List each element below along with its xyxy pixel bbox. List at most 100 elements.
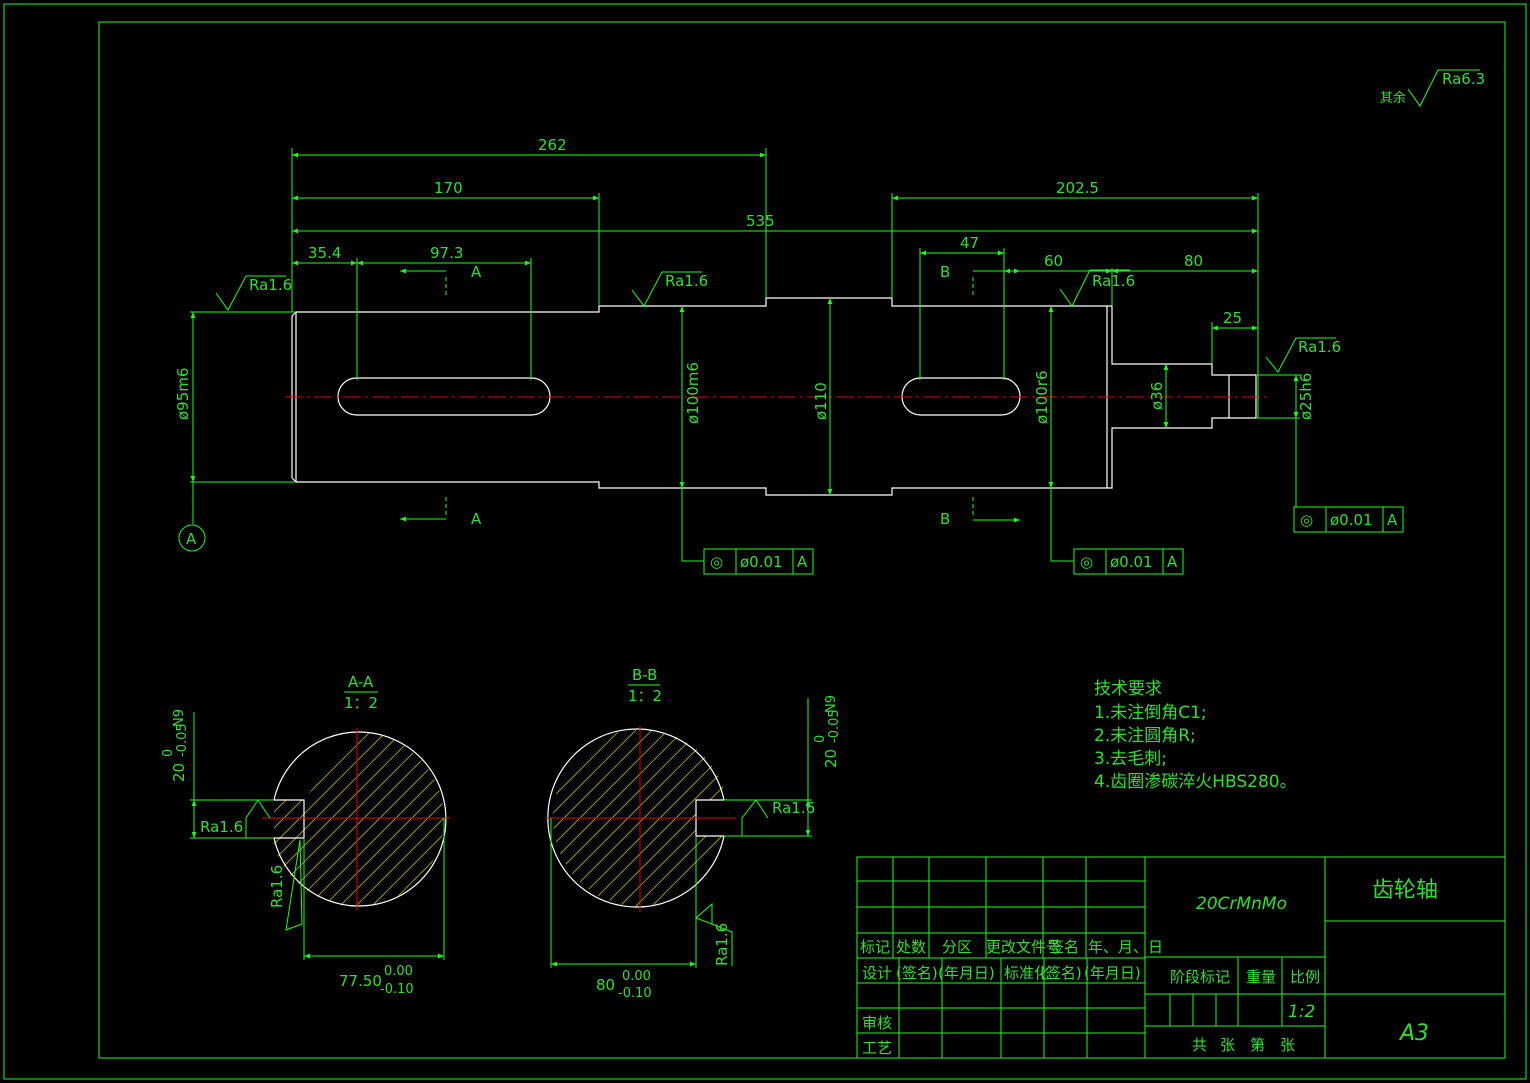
tb-sign2: (签名) [1040,964,1082,982]
tb-process: 工艺 [862,1039,892,1057]
tol-1-symbol: ◎ [710,553,723,571]
dim-dia110: ø110 [812,382,830,420]
dim-dia100m6: ø100m6 [684,362,702,424]
dim-dia100r6: ø100r6 [1033,370,1051,424]
section-aa-scale: 1：2 [344,694,378,712]
roughness-label-2: Ra1.6 [665,272,708,290]
roughness-main: Ra1.6 Ra1.6 Ra1.6 Ra1.6 [215,269,1341,373]
dim-47: 47 [960,234,979,252]
bb-roughness-1: Ra1.6 [772,799,815,817]
aa-keyway-size: 20 [170,763,188,782]
tb-page: 第 [1250,1036,1265,1054]
dim-97-3: 97.3 [430,244,463,262]
aa-roughness-1: Ra1.6 [200,818,243,836]
bb-keyway-tol-low: -0.05 [827,709,842,743]
tol-2-datum: A [1167,553,1178,571]
tol-2-symbol: ◎ [1080,553,1093,571]
tb-sheet2: 张 [1280,1036,1295,1054]
technical-requirements: 技术要求 1.未注倒角C1; 2.未注圆角R; 3.去毛刺; 4.齿圈渗碳淬火H… [1094,679,1297,792]
general-roughness-label: 其余 [1380,90,1406,106]
tb-sheet: 张 [1220,1036,1235,1054]
outer-border [3,3,1527,1080]
tb-h-count: 处数 [896,938,926,956]
tech-req-item-4: 4.齿圈渗碳淬火HBS280。 [1094,772,1297,792]
inner-border [98,21,1506,1059]
section-aa-title: A-A [348,673,374,691]
tb-total: 共 [1192,1036,1207,1054]
tech-req-item-2: 2.未注圆角R; [1094,726,1196,746]
tb-date2: (年月日) [1084,964,1141,982]
dim-170: 170 [434,179,463,197]
tb-h-sign: 签名 [1049,938,1079,956]
title-block: 标记 处数 分区 更改文件号 签名 年、月、日 设计 (签名) (年月日) 标准… [856,856,1506,1059]
tb-material: 20CrMnMo [1196,894,1287,914]
diameter-dimensions: ø95m6 A ø100m6 ø110 ø100r6 ø36 ø25h6 [174,298,1315,552]
tb-date1: (年月日) [938,964,995,982]
tolerance-frame-3: ◎ ø0.01 A [1293,418,1404,533]
roughness-label-3: Ra1.6 [1092,272,1135,290]
section-a-bottom: A [471,510,482,528]
tb-format: A3 [1398,1021,1429,1046]
dim-60: 60 [1044,252,1063,270]
section-bb-scale: 1：2 [628,687,662,705]
dim-262: 262 [538,136,567,154]
tol-1-value: ø0.01 [740,553,783,571]
dim-80: 80 [1184,252,1203,270]
tol-2-value: ø0.01 [1110,553,1153,571]
roughness-label-1: Ra1.6 [249,276,292,294]
tol-1-datum: A [797,553,808,571]
tech-req-item-1: 1.未注倒角C1; [1094,703,1207,723]
dim-dia25h6: ø25h6 [1297,373,1315,420]
tb-h-mark: 标记 [860,938,890,956]
tb-h-date: 年、月、日 [1088,938,1163,956]
aa-depth-tol-low: -0.10 [380,982,414,997]
bb-roughness-2: Ra1.6 [713,923,731,966]
shaft-main-view [285,297,1268,496]
tol-3-symbol: ◎ [1300,511,1313,529]
aa-keyway-tol-low: -0.05 [175,723,190,757]
section-bb: B-B 1：2 20 0 -0.05 N9 [546,666,842,1001]
bb-depth: 80 [596,976,615,994]
tb-stage: 阶段标记 [1170,968,1230,986]
dim-dia95: ø95m6 [174,368,192,420]
aa-keyway-tol-up: 0 [161,749,176,757]
tb-review: 审核 [862,1014,892,1032]
tb-scale: 1:2 [1288,1002,1315,1022]
aa-depth: 77.50 [339,972,382,990]
tb-weight: 重量 [1246,968,1276,986]
tol-3-value: ø0.01 [1330,511,1373,529]
tb-ratio: 比例 [1290,968,1320,986]
aa-depth-tol-up: 0.00 [384,964,413,979]
dim-35-4: 35.4 [308,244,341,262]
section-bb-title: B-B [632,666,657,684]
bb-keyway-tol-up: 0 [813,735,828,743]
section-a-top: A [471,263,482,281]
tech-req-title: 技术要求 [1094,679,1162,699]
dim-535: 535 [746,212,775,230]
tb-h-doc: 更改文件号 [986,938,1061,956]
bb-keyway-size: 20 [822,749,840,768]
section-aa: A-A 1：2 20 0 -0.0 [161,673,450,997]
dim-25: 25 [1223,309,1242,327]
aa-keyway-fit: N9 [172,709,187,727]
tb-standard: 标准化 [1004,964,1049,982]
bb-depth-tol-up: 0.00 [622,969,651,984]
dim-dia36: ø36 [1148,382,1166,410]
roughness-label-4: Ra1.6 [1298,338,1341,356]
tolerance-frame-2: ◎ ø0.01 A [1050,488,1184,575]
section-b-top: B [940,263,950,281]
bb-depth-tol-low: -0.10 [618,986,652,1001]
tb-sign1: (签名) [896,964,938,982]
length-dimensions: 262 170 202.5 535 35.4 97.3 47 60 80 25 [291,136,1259,418]
aa-roughness-2: Ra1.6 [268,865,286,908]
dim-202-5: 202.5 [1056,179,1099,197]
general-roughness: 其余 Ra6.3 [1380,69,1485,107]
tb-design: 设计 [862,964,892,982]
section-b-bottom: B [940,510,950,528]
tol-3-datum: A [1387,511,1398,529]
tb-h-zone: 分区 [942,938,972,956]
tech-req-item-3: 3.去毛刺; [1094,749,1167,769]
section-markers: A A B B [400,263,1020,528]
tolerance-frame-1: ◎ ø0.01 A [681,488,814,575]
